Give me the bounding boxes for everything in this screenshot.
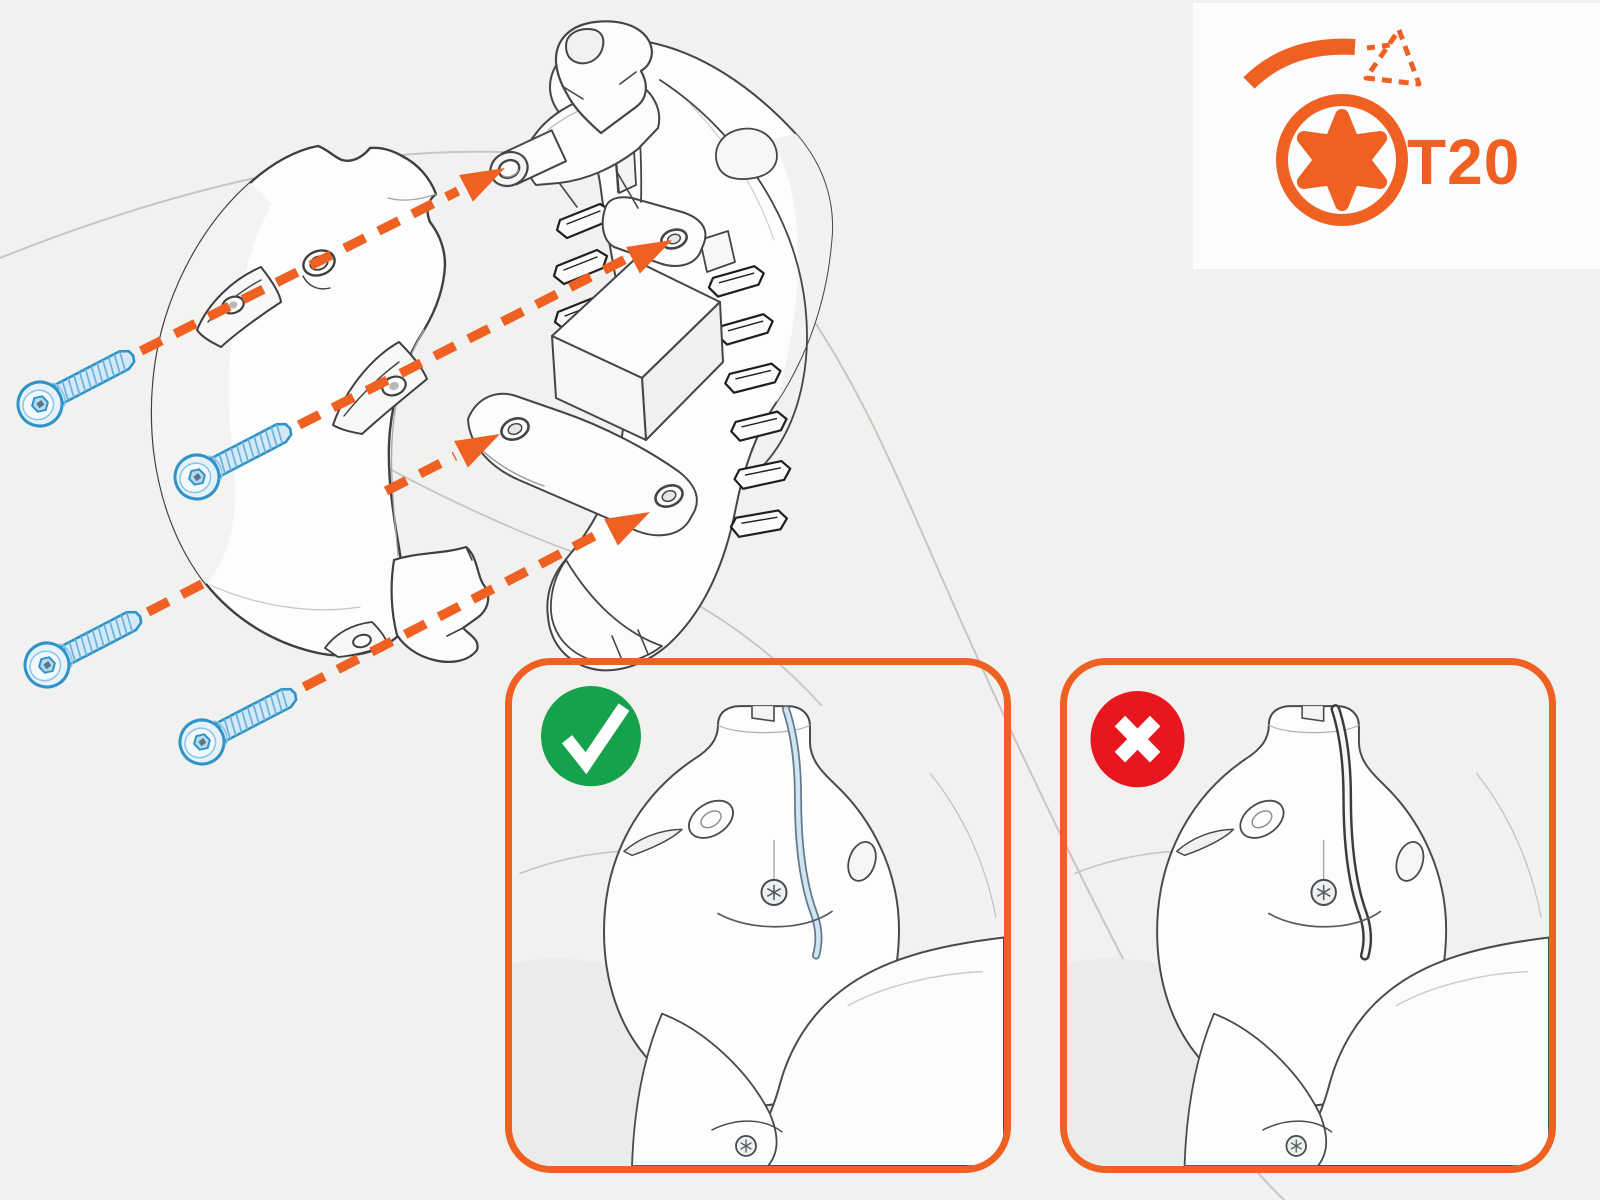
screw-hole-lower-right xyxy=(654,484,684,508)
cover-bottom-tab xyxy=(390,545,490,663)
screw-4 xyxy=(170,672,307,774)
bracket-lower-shelf xyxy=(467,392,698,537)
screw-1 xyxy=(8,334,145,436)
insertion-arrow-3 xyxy=(145,434,500,617)
bracket-hook xyxy=(554,20,653,135)
insertion-arrow-1 xyxy=(138,168,505,356)
rim-cutout-kidney xyxy=(715,127,778,180)
screw-3 xyxy=(15,595,152,697)
insertion-arrow-4 xyxy=(301,512,650,692)
lower-ball xyxy=(1183,1012,1328,1166)
screw-hole-lower-left xyxy=(500,417,530,441)
seam-open-gap xyxy=(1330,704,1373,961)
rotate-clockwise-arrow-icon xyxy=(1243,27,1422,89)
cross-icon xyxy=(1090,691,1185,788)
tool-size-label: T20 xyxy=(1407,126,1520,198)
tool-callout-panel: T20 xyxy=(1193,3,1600,269)
check-icon xyxy=(541,686,641,787)
insertion-arrows xyxy=(138,168,672,692)
lower-ball xyxy=(631,1012,778,1166)
seam-with-gasket xyxy=(782,705,823,960)
correct-assembly-closeup xyxy=(512,686,1004,1166)
comparison-panel-incorrect xyxy=(1060,658,1556,1173)
rim-cutout-slot xyxy=(699,230,736,273)
comparison-panel-correct xyxy=(505,658,1011,1173)
tool-callout-graphic: T20 xyxy=(1243,27,1520,226)
insertion-arrow-2 xyxy=(296,240,672,430)
incorrect-assembly-closeup xyxy=(1067,691,1549,1166)
bracket-center-slab xyxy=(551,259,724,441)
bracket-barrel xyxy=(489,129,568,188)
torx-bit-icon xyxy=(1276,94,1408,226)
